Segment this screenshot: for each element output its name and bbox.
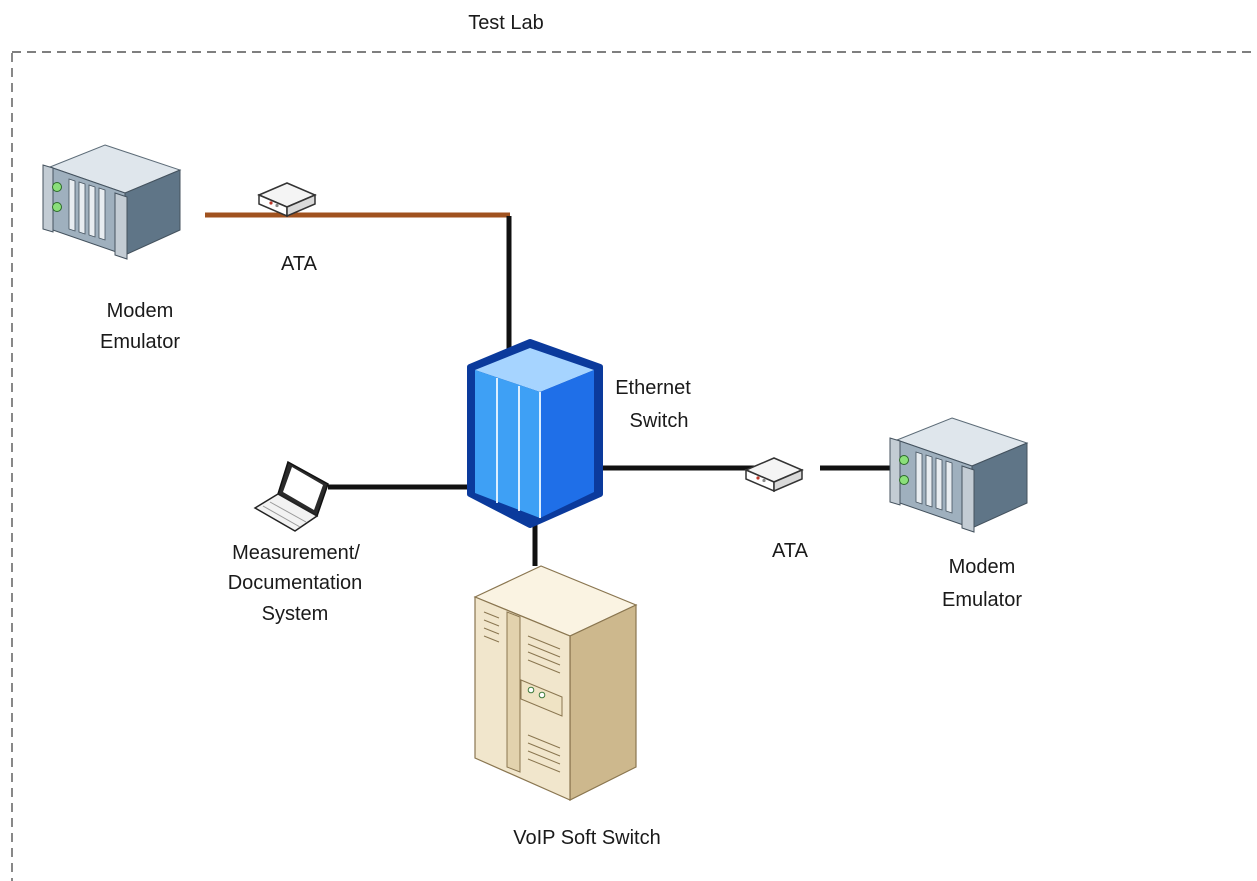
switch-label-1: Ethernet (615, 377, 691, 399)
modem-right-label-2: Emulator (942, 589, 1022, 611)
ata-adapter-icon (745, 457, 803, 492)
rack-server-icon (42, 144, 181, 260)
rack-server-icon (889, 417, 1028, 533)
modem-left-label-2: Emulator (100, 331, 180, 353)
modem-right-label-1: Modem (949, 556, 1016, 578)
ata-left: ATA (258, 182, 318, 275)
measurement-documentation-system: Measurement/ Documentation System (228, 460, 363, 625)
ata-right: ATA (745, 457, 809, 562)
softswitch-label: VoIP Soft Switch (513, 827, 661, 849)
connections (205, 212, 900, 566)
laptop-label-1: Measurement/ (232, 542, 360, 564)
ata-right-label: ATA (772, 540, 809, 562)
test-lab-boundary (11, 51, 1257, 881)
modem-emulator-right: Modem Emulator (889, 417, 1028, 611)
ata-left-label: ATA (281, 253, 318, 275)
laptop-label-2: Documentation (228, 572, 363, 594)
modem-emulator-left: Modem Emulator (42, 144, 181, 353)
modem-left-label-1: Modem (107, 300, 174, 322)
laptop-icon (253, 460, 329, 532)
ethernet-switch-icon (467, 339, 603, 528)
voip-soft-switch: VoIP Soft Switch (473, 565, 661, 849)
boundary-title: Test Lab (468, 12, 544, 34)
ethernet-switch: Ethernet Switch (467, 339, 691, 528)
switch-label-2: Switch (630, 410, 689, 432)
laptop-label-3: System (262, 603, 329, 625)
ata-adapter-icon (258, 182, 316, 217)
tower-server-icon (473, 565, 638, 801)
